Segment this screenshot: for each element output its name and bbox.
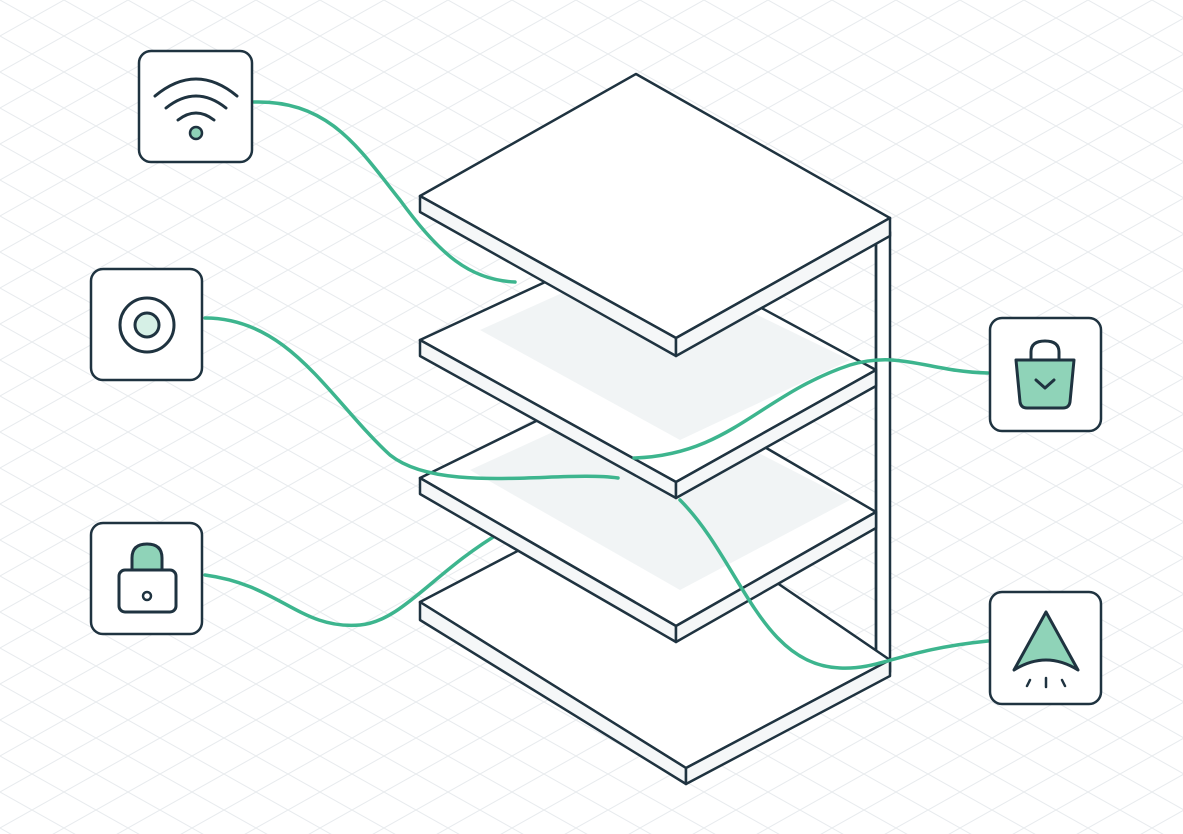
node-navigation[interactable] xyxy=(988,590,1103,706)
node-bag[interactable] xyxy=(988,316,1103,433)
connector-bag xyxy=(632,358,990,460)
connector-wifi xyxy=(252,100,517,284)
wifi-icon xyxy=(153,77,239,141)
connector-navigation xyxy=(678,498,990,670)
shelf-layer-1 xyxy=(418,72,892,358)
lock-icon xyxy=(117,542,178,614)
navigation-arrow-icon xyxy=(1012,610,1080,689)
node-target[interactable] xyxy=(89,267,204,382)
node-lock[interactable] xyxy=(89,521,204,636)
node-wifi[interactable] xyxy=(137,49,254,164)
target-icon xyxy=(118,296,176,354)
shopping-bag-icon xyxy=(1014,339,1076,410)
stack-back-post xyxy=(874,230,892,682)
connector-target xyxy=(203,316,620,481)
shelf-shadow-3 xyxy=(470,392,850,590)
